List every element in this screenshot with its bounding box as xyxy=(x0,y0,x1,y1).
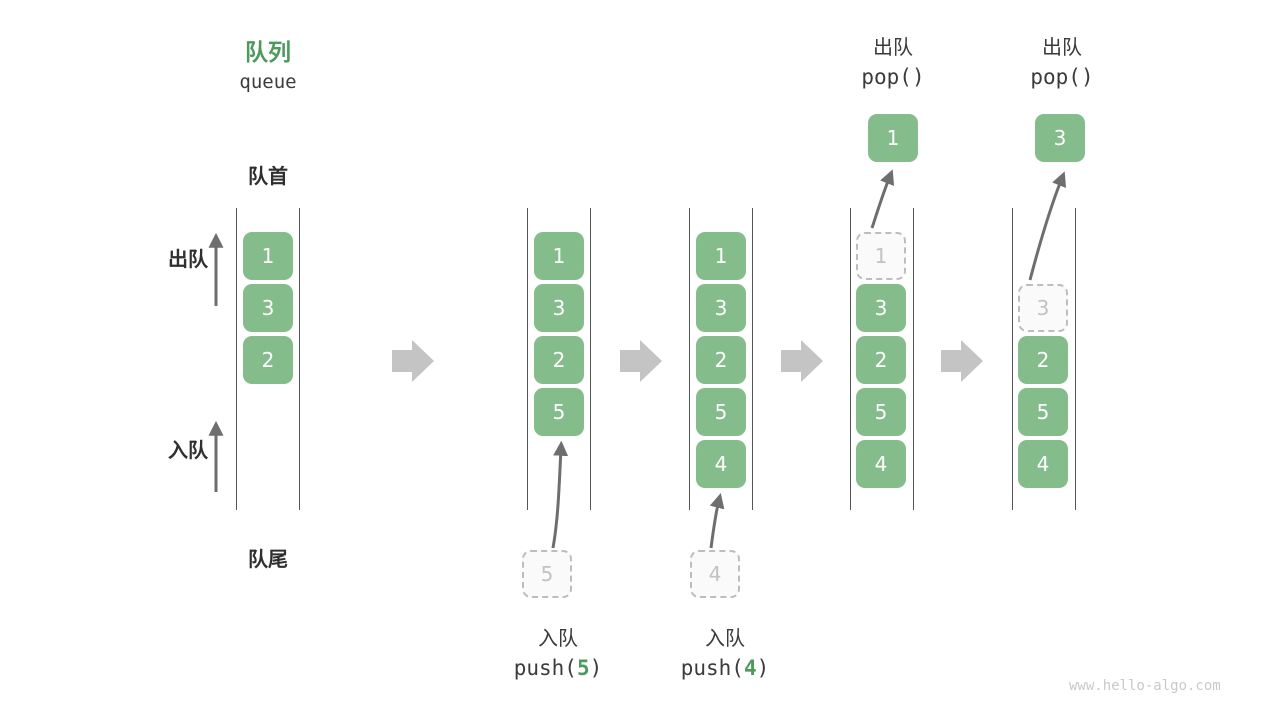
push-arrow-icon xyxy=(551,440,569,549)
operation-label-code: push(4) xyxy=(640,656,810,680)
op-code-suffix: ) xyxy=(911,65,925,89)
queue-rail-left-4 xyxy=(850,208,851,510)
operation-label-cn: 入队 xyxy=(705,626,745,650)
queue-cell: 2 xyxy=(243,336,293,384)
queue-cell: 1 xyxy=(696,232,746,280)
queue-cell-ghost: 1 xyxy=(856,232,906,280)
watermark: www.hello-algo.com xyxy=(1069,678,1221,694)
queue-rail-right-4 xyxy=(913,208,914,510)
queue-cell: 4 xyxy=(856,440,906,488)
queue-cell: 3 xyxy=(696,284,746,332)
pop-arrow-icon xyxy=(1028,171,1067,281)
queue-cell: 5 xyxy=(534,388,584,436)
queue-cell: 5 xyxy=(696,388,746,436)
op-code-suffix: ) xyxy=(756,656,770,680)
op-code-prefix: push( xyxy=(513,656,577,680)
queue-rail-left-5 xyxy=(1012,208,1013,510)
popped-element: 1 xyxy=(868,114,918,162)
queue-cell: 3 xyxy=(534,284,584,332)
step-transition-arrow-icon xyxy=(392,340,434,382)
queue-cell-ghost: 3 xyxy=(1018,284,1068,332)
queue-rail-right-1 xyxy=(299,208,300,510)
incoming-element-ghost: 5 xyxy=(522,550,572,598)
queue-rail-left-2 xyxy=(527,208,528,510)
op-code-arg: 5 xyxy=(576,656,590,680)
queue-cell: 4 xyxy=(696,440,746,488)
popped-element: 3 xyxy=(1035,114,1085,162)
op-code-prefix: push( xyxy=(680,656,744,680)
queue-rail-right-5 xyxy=(1075,208,1076,510)
operation-label-cn: 出队 xyxy=(873,35,913,59)
queue-cell: 2 xyxy=(534,336,584,384)
step-transition-arrow-icon xyxy=(781,340,823,382)
queue-cell: 5 xyxy=(856,388,906,436)
queue-rail-left-1 xyxy=(236,208,237,510)
queue-cell: 5 xyxy=(1018,388,1068,436)
operation-label-code: push(5) xyxy=(473,656,643,680)
op-code-arg: 4 xyxy=(743,656,757,680)
queue-title-en: queue xyxy=(239,71,297,93)
queue-rail-right-2 xyxy=(590,208,591,510)
queue-cell: 1 xyxy=(534,232,584,280)
operation-label-code: pop() xyxy=(808,65,978,89)
incoming-element-ghost: 4 xyxy=(690,550,740,598)
operation-label-cn: 出队 xyxy=(1042,35,1082,59)
queue-cell: 3 xyxy=(243,284,293,332)
operation-label-code: pop() xyxy=(977,65,1147,89)
op-code-suffix: ) xyxy=(589,656,603,680)
queue-cell: 4 xyxy=(1018,440,1068,488)
dequeue-direction-label: 出队 xyxy=(168,247,208,271)
queue-cell: 1 xyxy=(243,232,293,280)
op-code-prefix: pop( xyxy=(1030,65,1081,89)
queue-title-cn: 队列 xyxy=(245,40,291,66)
rear-label: 队尾 xyxy=(248,547,288,571)
queue-rail-right-3 xyxy=(752,208,753,510)
queue-cell: 2 xyxy=(1018,336,1068,384)
front-label: 队首 xyxy=(248,164,288,188)
step-transition-arrow-icon xyxy=(620,340,662,382)
op-code-suffix: ) xyxy=(1080,65,1094,89)
op-code-prefix: pop( xyxy=(861,65,912,89)
step-transition-arrow-icon xyxy=(941,340,983,382)
push-arrow-icon xyxy=(709,493,725,549)
operation-label-cn: 入队 xyxy=(538,626,578,650)
pop-arrow-icon xyxy=(870,169,895,229)
queue-cell: 2 xyxy=(856,336,906,384)
queue-cell: 3 xyxy=(856,284,906,332)
queue-rail-left-3 xyxy=(689,208,690,510)
queue-cell: 2 xyxy=(696,336,746,384)
enqueue-direction-label: 入队 xyxy=(168,438,208,462)
